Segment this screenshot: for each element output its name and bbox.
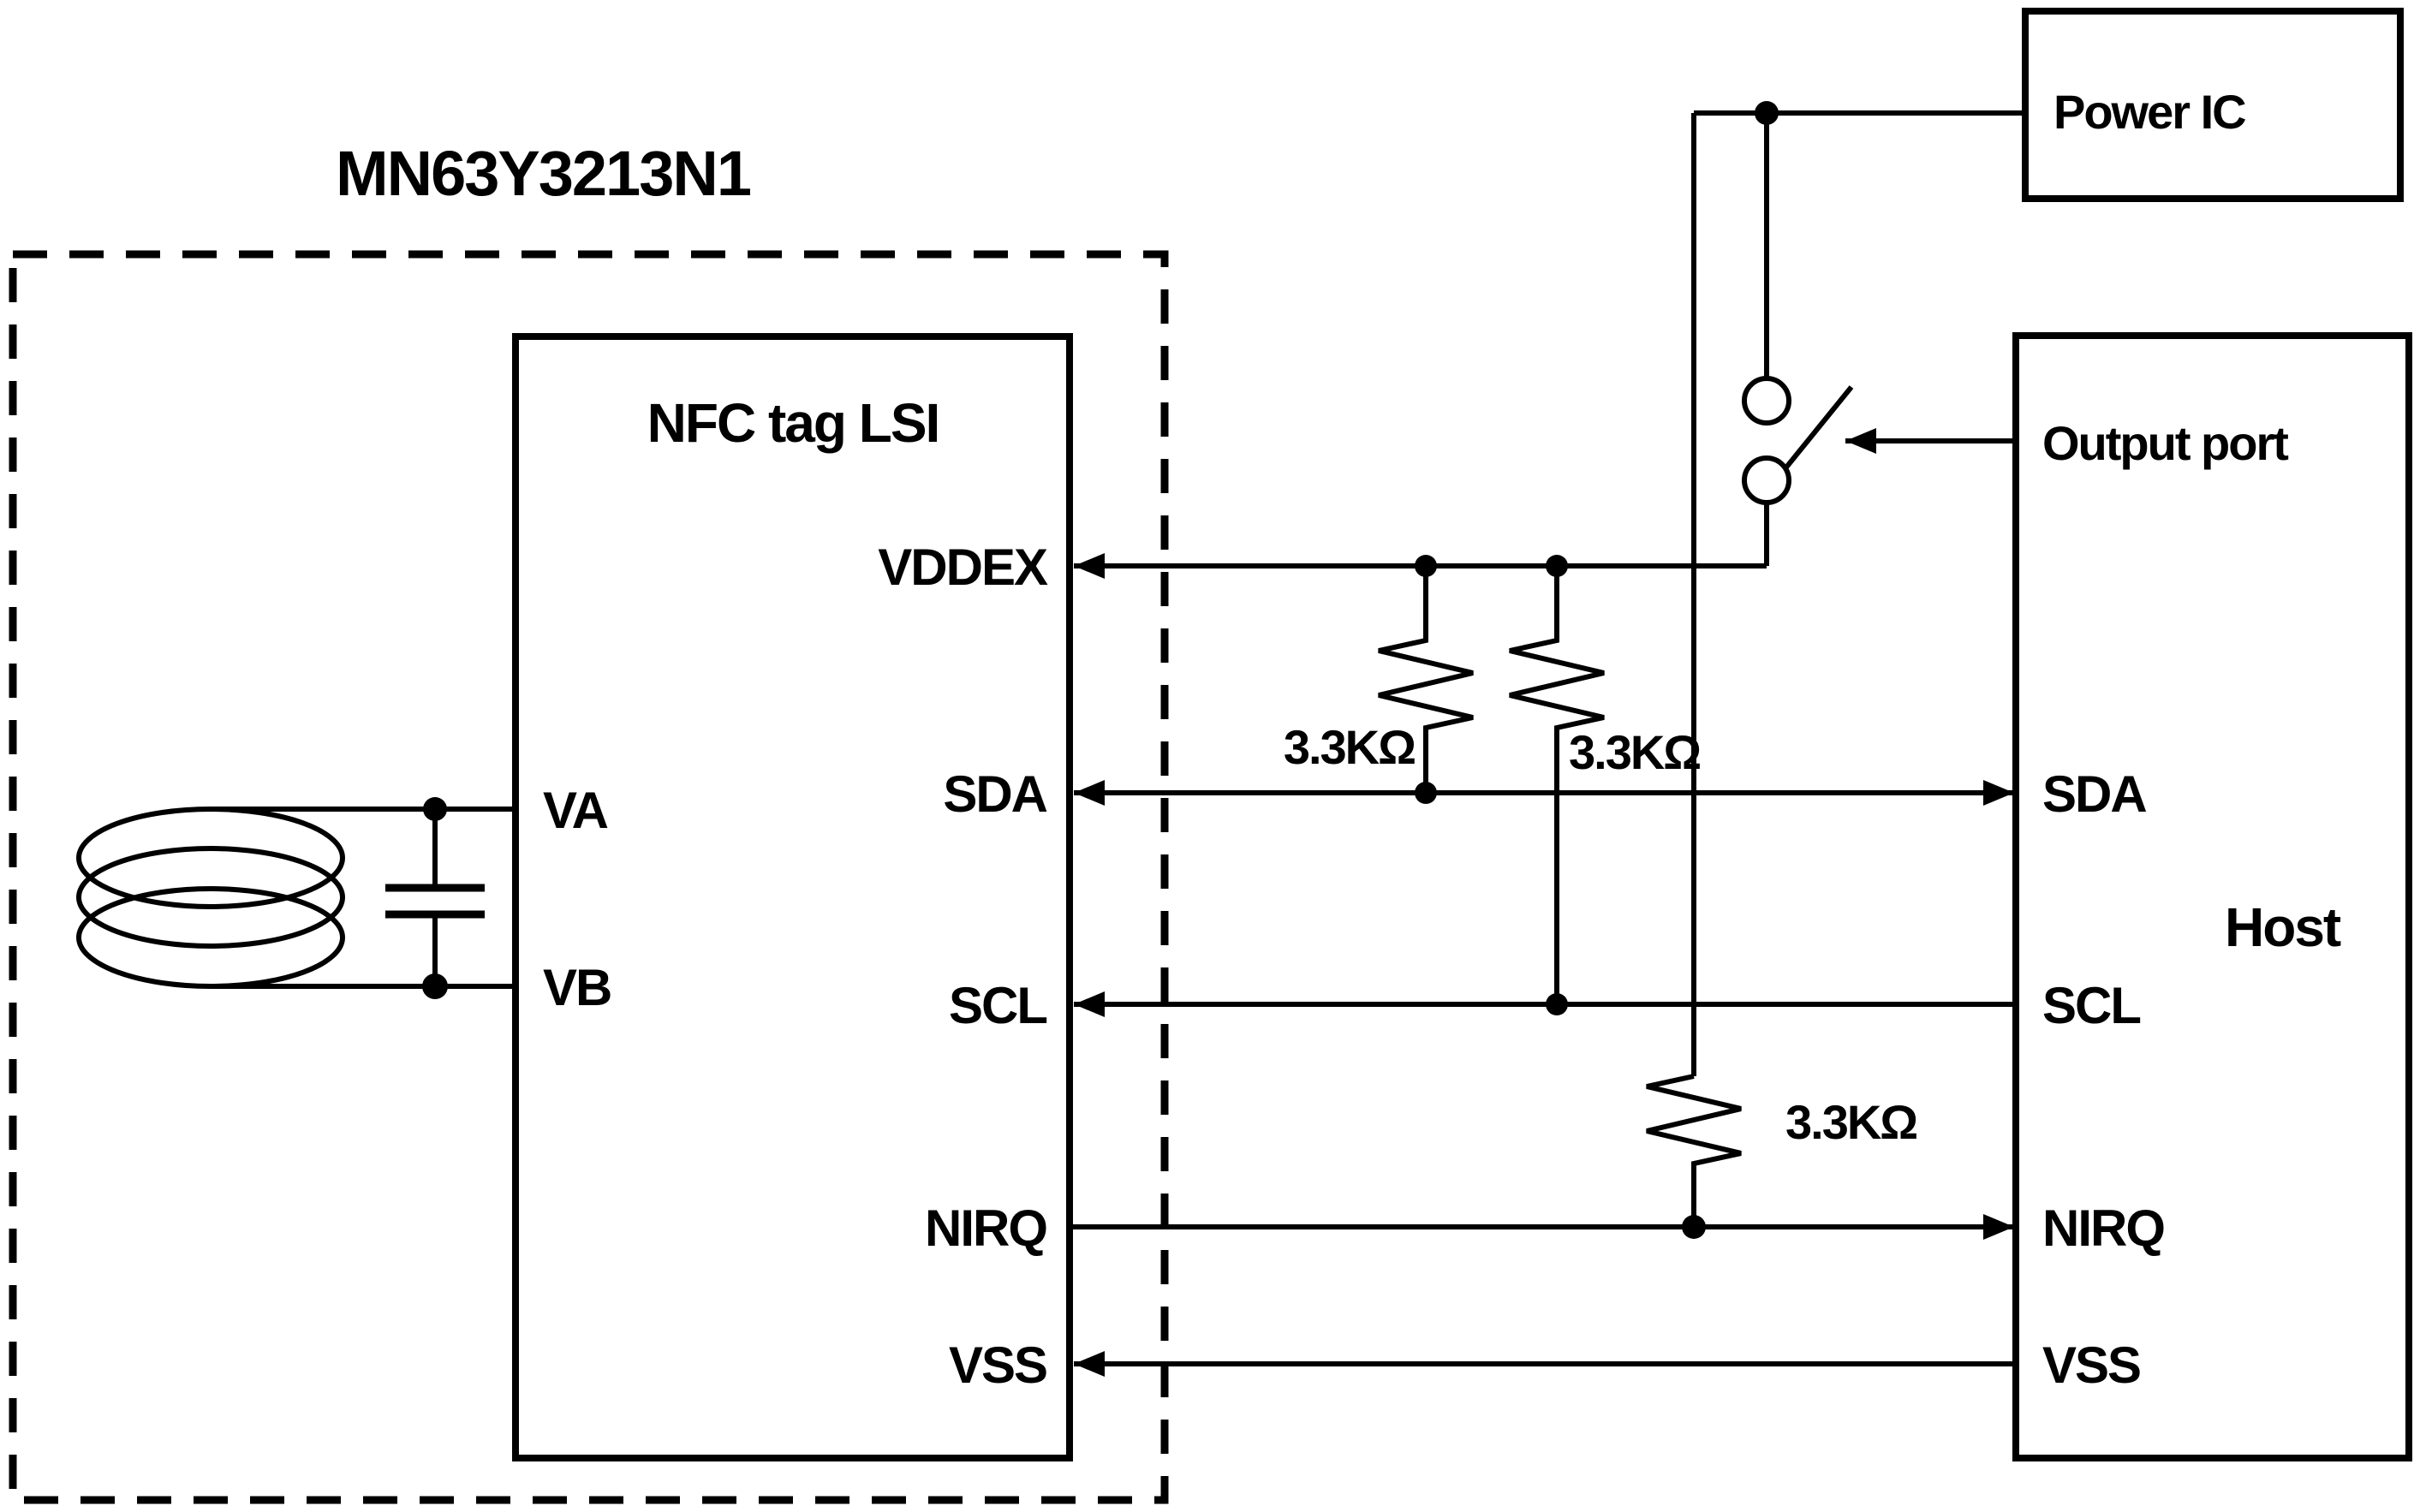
switch-contact-bottom xyxy=(1742,455,1791,505)
host-pin-label-output-port: Output port xyxy=(2042,416,2288,470)
junction-dot-r1-top xyxy=(1415,555,1437,577)
nfc-chip-box xyxy=(512,333,1073,1461)
resistor-r2-scl xyxy=(1509,566,1605,1004)
arrowhead-sda-right xyxy=(1983,780,2014,806)
host-title: Host xyxy=(2225,896,2341,958)
nfc-chip-title: NFC tag LSI xyxy=(647,392,939,454)
module-mn63y3213n1: MN63Y3213N1 xyxy=(9,138,1169,1504)
arrowhead-vss-left xyxy=(1074,1351,1105,1377)
power-wiring xyxy=(1691,101,2025,1076)
power-ic: Power IC xyxy=(2022,8,2404,202)
resistor-r2-label: 3.3KΩ xyxy=(1569,725,1700,779)
host-pin-label-vss: VSS xyxy=(2042,1336,2140,1394)
antenna-coil-turn-2 xyxy=(76,846,345,949)
power-ic-title: Power IC xyxy=(2053,85,2245,139)
junction-dot-r2-scl xyxy=(1546,993,1568,1015)
pullup-resistors: 3.3KΩ 3.3KΩ 3.3KΩ xyxy=(1284,555,1918,1239)
nfc-pin-label-nirq: NIRQ xyxy=(925,1199,1046,1257)
junction-dot-r3-nirq xyxy=(1682,1215,1706,1239)
arrowhead-nirq-right xyxy=(1983,1214,2014,1240)
junction-dot-r2-top xyxy=(1546,555,1568,577)
resistor-r3-nirq xyxy=(1646,1074,1742,1227)
nfc-pin-label-vb: VB xyxy=(543,959,611,1016)
switch-lever xyxy=(1783,385,1854,470)
switch-contact-top xyxy=(1742,376,1791,426)
host: Host Output port SDA SCL NIRQ VSS xyxy=(2012,332,2412,1461)
junction-dot-r1-sda xyxy=(1415,782,1437,804)
resistor-r3-label: 3.3KΩ xyxy=(1785,1095,1916,1149)
nfc-chip: NFC tag LSI VA VB VDDEX SDA SCL NIRQ VSS xyxy=(512,333,1073,1461)
antenna-coil-turn-3 xyxy=(76,886,345,989)
power-switch xyxy=(1742,113,1854,566)
arrowhead-sda-left xyxy=(1074,780,1105,806)
junction-dot-vb xyxy=(422,973,448,999)
nfc-pin-label-scl: SCL xyxy=(949,977,1046,1034)
arrowhead-output-port-left xyxy=(1845,428,1876,454)
nfc-pin-label-va: VA xyxy=(543,782,608,839)
module-title: MN63Y3213N1 xyxy=(336,138,751,209)
junction-dot-va xyxy=(423,797,447,821)
nfc-pin-label-vddex: VDDEX xyxy=(878,539,1048,596)
resistor-r1-label: 3.3KΩ xyxy=(1284,720,1415,774)
host-box xyxy=(2012,332,2412,1461)
signal-wires xyxy=(1070,428,2016,1377)
power-ic-box xyxy=(2022,8,2404,202)
module-dashed-boundary xyxy=(9,250,1169,1504)
arrowhead-vddex-left xyxy=(1074,553,1105,579)
nfc-pin-label-vss: VSS xyxy=(949,1336,1046,1394)
host-pin-label-nirq: NIRQ xyxy=(2042,1199,2164,1257)
antenna-coil-turn-1 xyxy=(76,807,345,909)
antenna-circuit xyxy=(76,797,516,999)
host-pin-label-sda: SDA xyxy=(2042,765,2146,823)
resistor-r1-sda xyxy=(1378,566,1474,793)
nfc-pin-label-sda: SDA xyxy=(943,765,1046,823)
arrowhead-scl-left xyxy=(1074,991,1105,1017)
host-pin-label-scl: SCL xyxy=(2042,977,2140,1034)
